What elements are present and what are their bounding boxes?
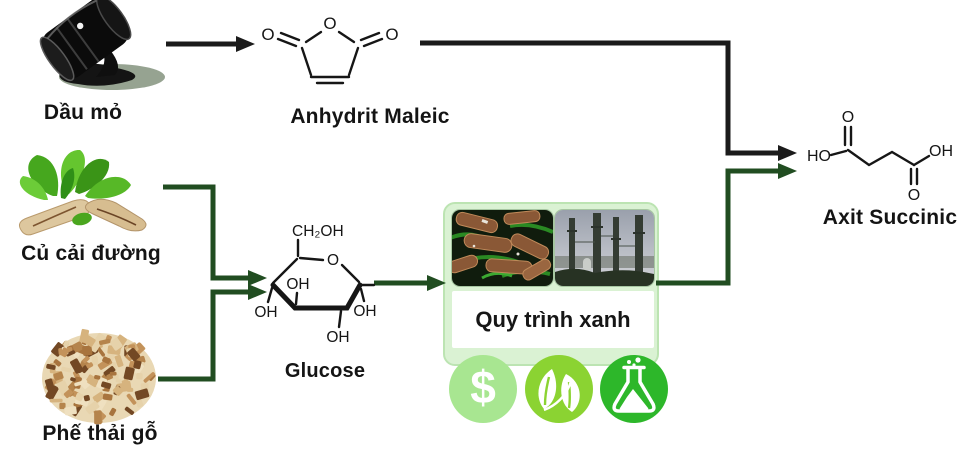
green-process-box: Quy trình xanh [443, 202, 659, 366]
wood-chips-pile [44, 328, 156, 425]
succinic-top-oxygen-label: O [842, 109, 854, 126]
beet-leaf-cluster [19, 149, 131, 200]
succinic-acid-structure: O HO OH O [807, 109, 953, 204]
arrow-beet-to-glucose [163, 184, 267, 286]
glucose-ring-oxygen-label: O [327, 252, 339, 269]
maleic-bonds [276, 30, 384, 85]
refinery-columns [567, 213, 645, 276]
succinic-bottom-oxygen-label: O [908, 187, 920, 204]
chemistry-flask-badge [600, 355, 668, 423]
oil-barrel-drawing [39, 0, 165, 90]
arrow-maleic-to-succinic [420, 40, 797, 161]
refinery-pipes [575, 235, 635, 247]
bacteria-photo [452, 210, 553, 286]
bacteria-highlights [472, 219, 520, 256]
succinic-oh-label: OH [929, 143, 953, 160]
glucose-right-oh-label: OH [353, 303, 376, 320]
oil-barrel-illustration [22, 0, 167, 100]
refinery-photo [555, 210, 654, 286]
arrow-process-to-succinic [656, 163, 797, 286]
wood-waste-illustration [35, 326, 163, 426]
oil-stream [96, 50, 119, 77]
maleic-ring-oxygen-label: O [323, 14, 336, 33]
green-process-label: Quy trình xanh [475, 306, 631, 332]
petroleum-label: Dầu mỏ [43, 101, 123, 124]
glucose-bonds [266, 238, 376, 329]
refinery-drawing [555, 210, 654, 286]
arrow-wood-to-glucose [158, 284, 267, 382]
succinic-label: Axit Succinic [822, 206, 958, 229]
flask-icon [612, 357, 656, 413]
dollar-icon: $ [470, 361, 496, 413]
sugar-beet-label: Củ cải đường [21, 242, 161, 265]
sugar-beet-illustration [3, 146, 165, 243]
maleic-left-oxygen-label: O [261, 25, 274, 44]
bacteria-rods [452, 210, 552, 281]
glucose-left-oh-label: OH [254, 304, 277, 321]
leaf-icon [538, 369, 580, 412]
maleic-anhydride-structure: O O O [261, 14, 399, 85]
maleic-label: Anhydrit Maleic [290, 105, 450, 128]
barrel-body [39, 0, 132, 82]
eco-leaf-badge [525, 355, 593, 423]
cost-dollar-badge: $ [449, 355, 517, 423]
wood-chips-drawing [42, 328, 156, 425]
wood-waste-label: Phế thải gỗ [42, 422, 158, 445]
succinic-ho-label: HO [807, 148, 831, 165]
glucose-structure: CH₂OH O OH OH OH OH [254, 223, 376, 346]
barrel-bung [76, 22, 84, 30]
glucose-ch2oh-label: CH₂OH [292, 223, 344, 240]
glucose-label: Glucose [284, 360, 366, 382]
bacteria-drawing [452, 210, 553, 286]
glucose-inner-oh-label: OH [286, 276, 309, 293]
glucose-bottom-oh-label: OH [326, 329, 349, 346]
sugar-beet-drawing [19, 149, 147, 236]
succinic-bonds [829, 125, 931, 186]
maleic-right-oxygen-label: O [385, 25, 398, 44]
green-process-label-box: Quy trình xanh [452, 291, 654, 348]
refinery-foreground [555, 268, 654, 286]
beet-roots [19, 198, 147, 236]
